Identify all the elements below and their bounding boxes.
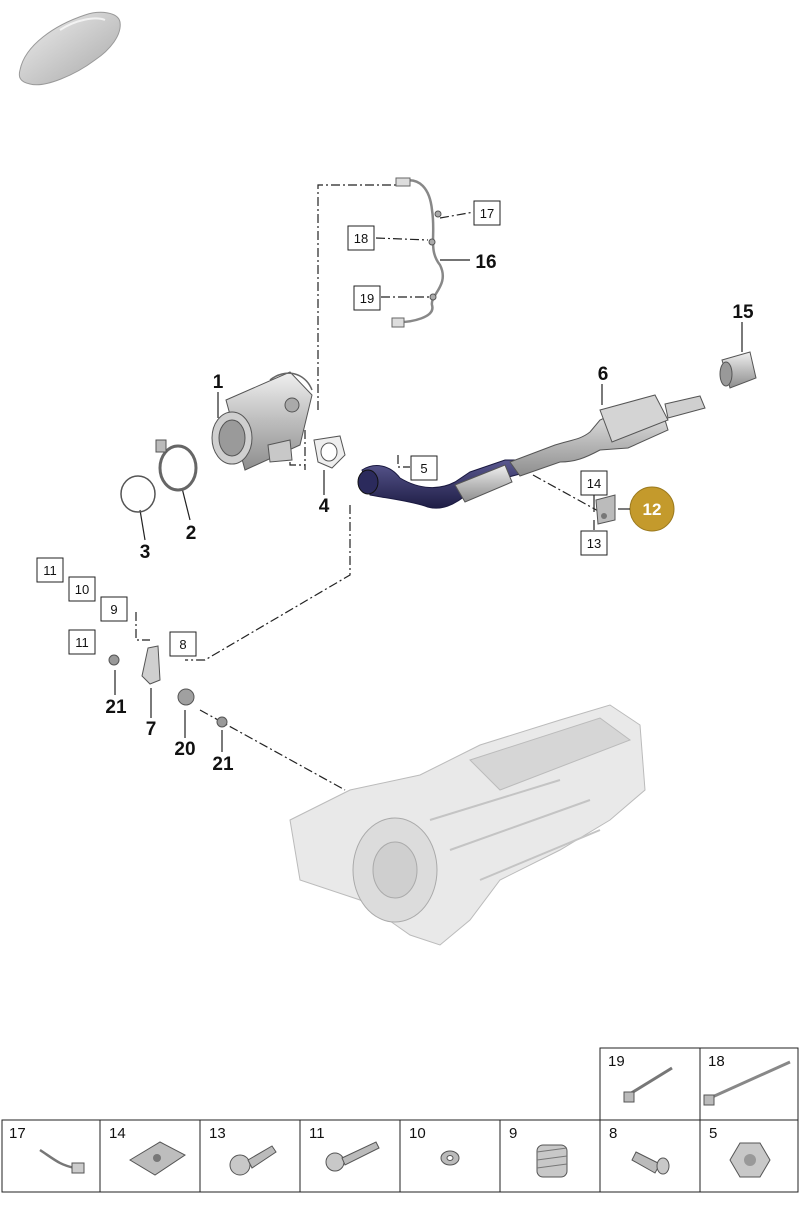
- ref-box-r18[interactable]: 18: [347, 225, 375, 251]
- bracket-part: [595, 494, 616, 525]
- part-label-p1[interactable]: 1: [213, 372, 224, 393]
- catalytic-converter-icon: [211, 371, 313, 471]
- hanger-parts: [108, 645, 228, 728]
- ref-box-frame: [100, 596, 128, 622]
- ref-box-label: 17: [480, 206, 494, 221]
- legend-bottom-number: 9: [509, 1125, 517, 1142]
- part-label-p21b[interactable]: 21: [212, 754, 234, 775]
- ref-box-frame: [68, 629, 96, 655]
- legend-bottom-number: 5: [709, 1125, 717, 1142]
- ref-box-frame: [410, 455, 438, 481]
- ref-box-r11b[interactable]: 11: [68, 629, 96, 655]
- seal-ring-part: [120, 475, 156, 513]
- legend-top-number: 19: [608, 1053, 625, 1070]
- clamp-part: [155, 439, 198, 492]
- legend-bottom-number: 14: [109, 1125, 126, 1142]
- exhaust-pipe-icon: [357, 394, 706, 509]
- legend-9-spring-icon: [536, 1144, 568, 1178]
- legend-17-sensor-icon: [39, 1148, 85, 1174]
- legend-8-bolt-icon: [631, 1151, 670, 1175]
- ref-box-r19[interactable]: 19: [353, 285, 381, 311]
- label-leaders: [114, 259, 743, 752]
- oxygen-sensor-cable: [391, 177, 444, 328]
- part-label-p15[interactable]: 15: [732, 302, 754, 323]
- part-label-p6[interactable]: 6: [598, 364, 609, 385]
- legend-bottom-number: 10: [409, 1125, 426, 1142]
- legend-table: 19 18 17 14 13 11 10 9 8 5: [1, 1047, 799, 1193]
- ref-box-frame: [36, 557, 64, 583]
- ref-box-frame: [169, 631, 197, 657]
- part-label-p4[interactable]: 4: [319, 496, 330, 517]
- legend-11-bolt-icon: [325, 1141, 380, 1172]
- part-label-p16[interactable]: 16: [475, 252, 496, 273]
- ref-box-label: 18: [354, 231, 368, 246]
- car-silhouette-icon: [18, 11, 121, 86]
- highlight-label: 12: [643, 500, 662, 519]
- ref-box-label: 5: [420, 461, 427, 476]
- ref-box-r9[interactable]: 9: [100, 596, 128, 622]
- ref-box-frame: [68, 576, 96, 602]
- legend-5-nut-icon: [729, 1142, 771, 1178]
- ref-box-r14[interactable]: 14: [580, 470, 608, 496]
- ref-box-r8[interactable]: 8: [169, 631, 197, 657]
- ref-box-label: 9: [110, 602, 117, 617]
- transmission-icon: [289, 704, 646, 946]
- legend-bottom-number: 13: [209, 1125, 226, 1142]
- tailpipe-part: [719, 351, 757, 389]
- ref-box-frame: [473, 200, 501, 226]
- ref-box-r10[interactable]: 10: [68, 576, 96, 602]
- part-label-p21a[interactable]: 21: [105, 697, 127, 718]
- ref-box-r5[interactable]: 5: [410, 455, 438, 481]
- part-label-p7[interactable]: 7: [146, 719, 157, 740]
- legend-bottom-number: 11: [309, 1125, 325, 1142]
- legend-top-number: 18: [708, 1053, 725, 1070]
- ref-box-label: 19: [360, 291, 374, 306]
- legend-13-bolt-icon: [229, 1145, 277, 1176]
- ref-box-label: 11: [43, 563, 57, 578]
- legend-14-clip-nut-icon: [129, 1141, 186, 1176]
- legend-bottom-number: 17: [9, 1125, 26, 1142]
- ref-box-label: 8: [179, 637, 186, 652]
- legend-18-cable-tie-icon: [703, 1060, 791, 1106]
- gasket-part: [313, 435, 346, 469]
- ref-box-label: 13: [587, 536, 601, 551]
- highlight-badge[interactable]: 12: [629, 486, 675, 532]
- ref-box-r11a[interactable]: 11: [36, 557, 64, 583]
- ref-box-r13[interactable]: 13: [580, 530, 608, 556]
- ref-box-label: 10: [75, 582, 89, 597]
- leader-lines: [135, 184, 601, 791]
- part-label-p3[interactable]: 3: [140, 542, 151, 563]
- ref-box-frame: [580, 530, 608, 556]
- ref-box-frame: [580, 470, 608, 496]
- ref-box-label: 14: [587, 476, 601, 491]
- ref-box-label: 11: [75, 635, 89, 650]
- part-label-p2[interactable]: 2: [186, 523, 197, 544]
- legend-10-washer-icon: [440, 1150, 460, 1166]
- ref-box-frame: [347, 225, 375, 251]
- part-label-p20[interactable]: 20: [174, 739, 195, 760]
- ref-box-frame: [353, 285, 381, 311]
- legend-19-sensor-clip-icon: [623, 1066, 673, 1103]
- ref-box-r17[interactable]: 17: [473, 200, 501, 226]
- legend-bottom-number: 8: [609, 1125, 617, 1142]
